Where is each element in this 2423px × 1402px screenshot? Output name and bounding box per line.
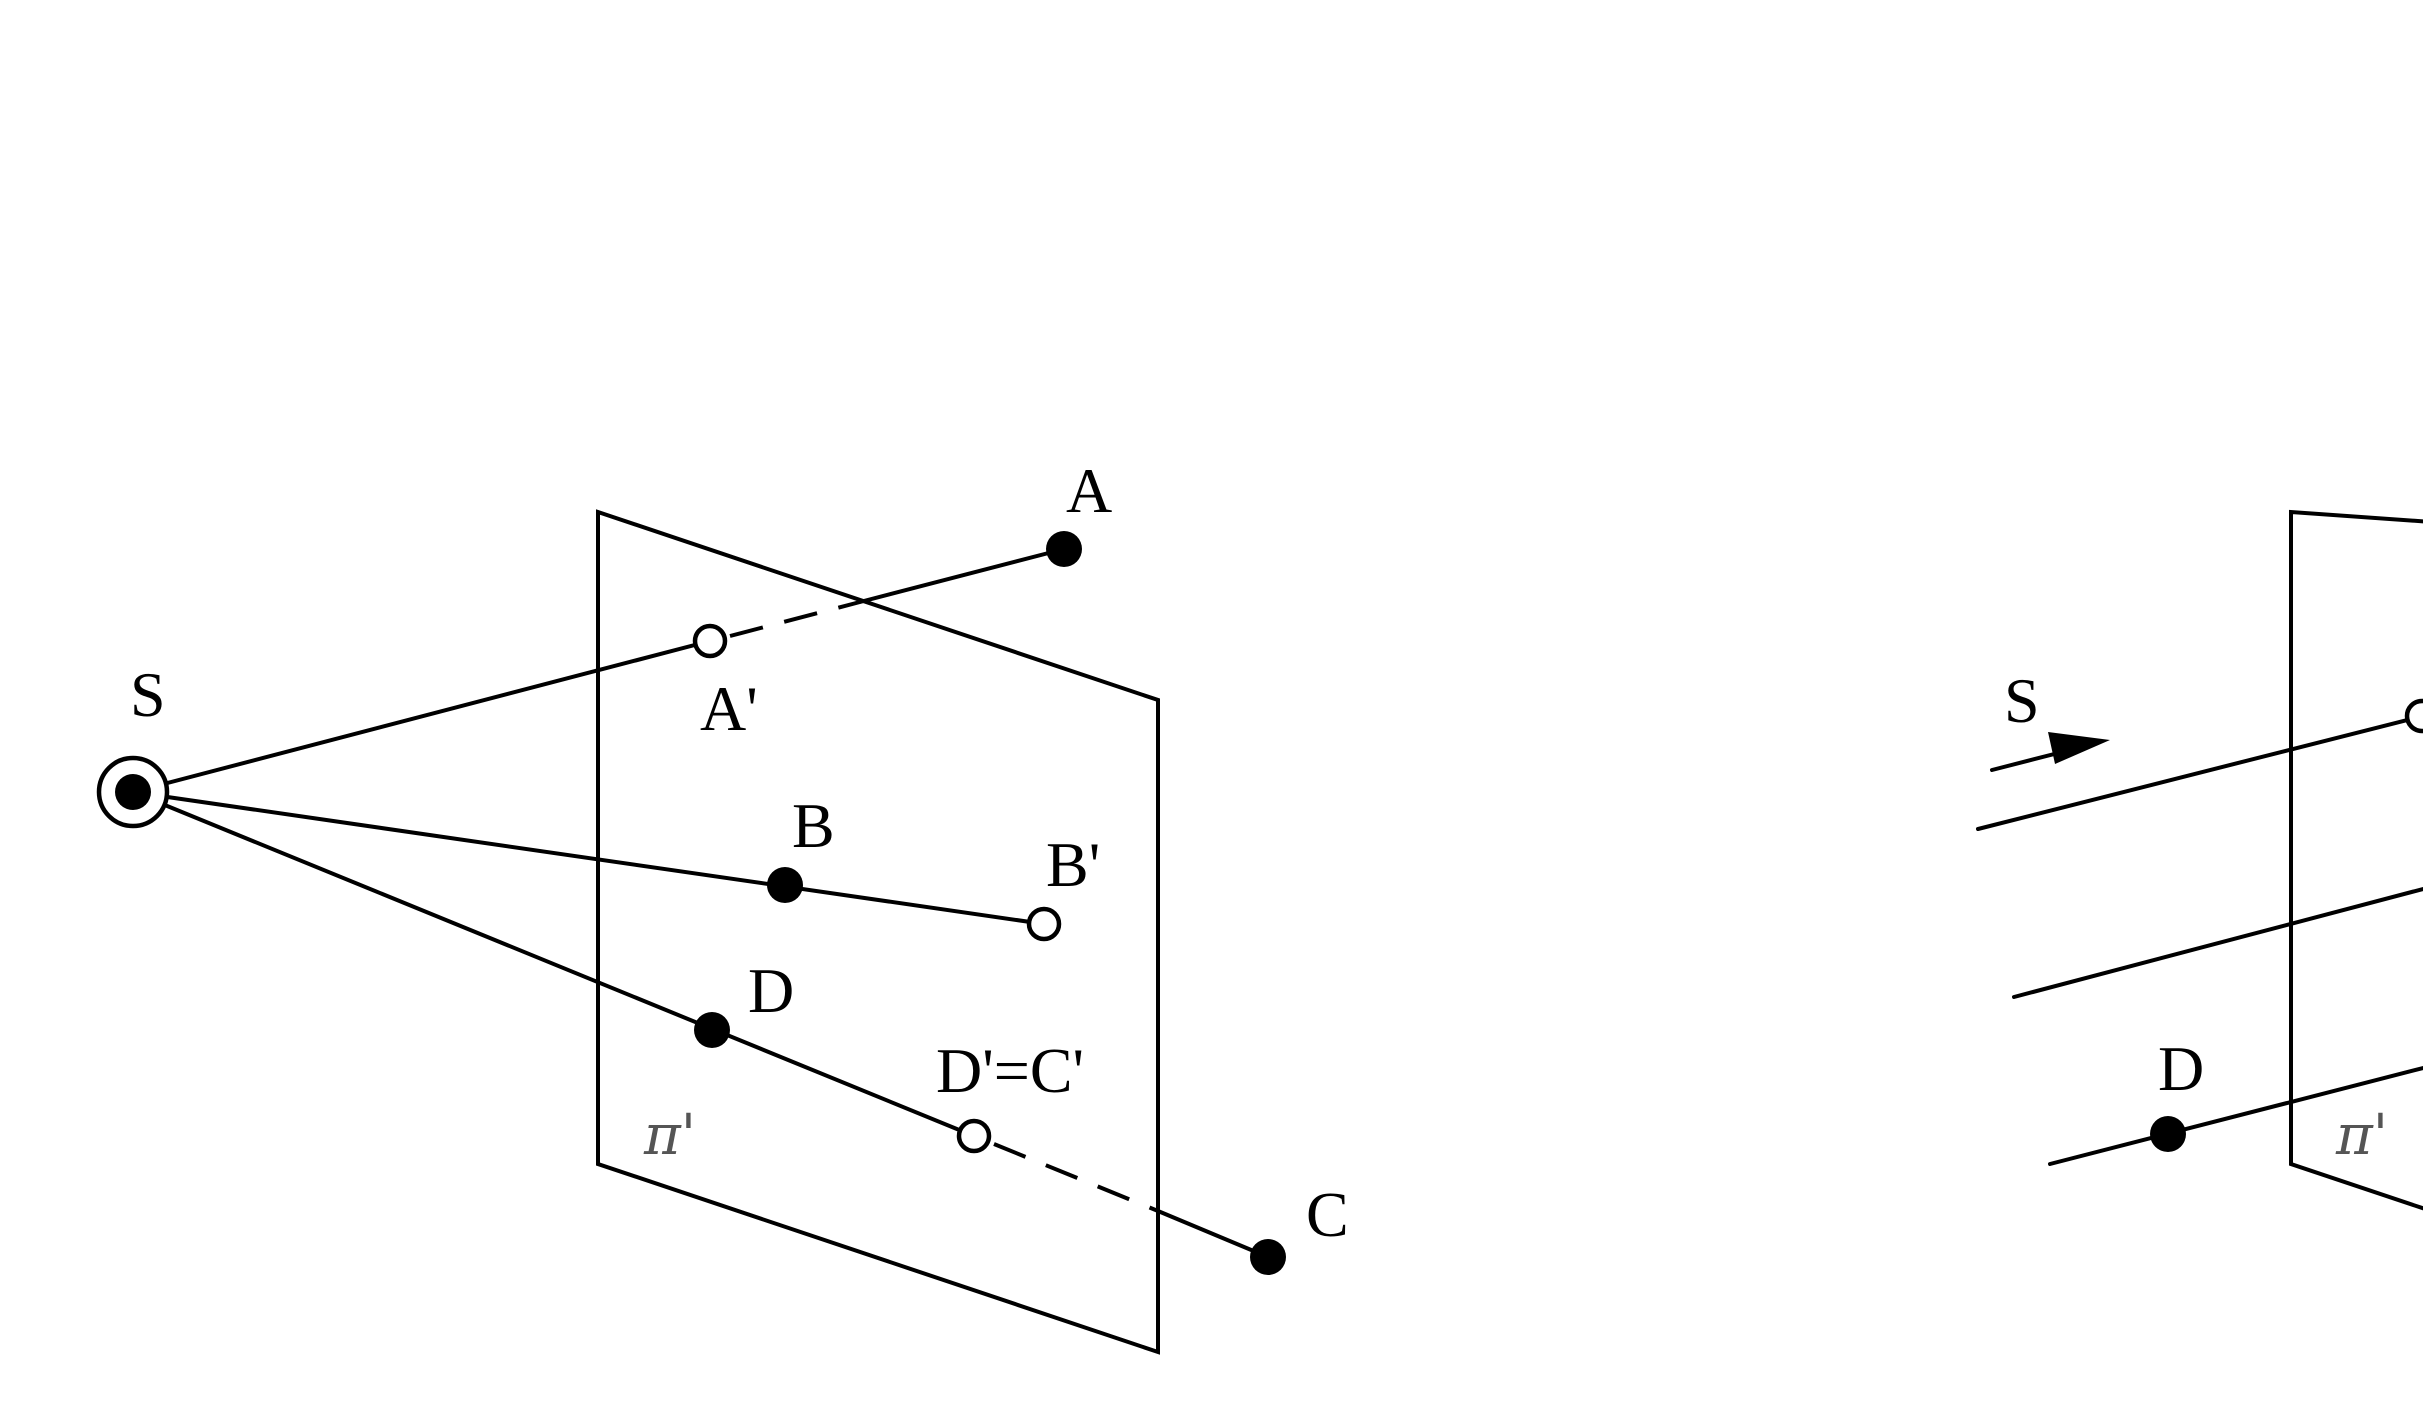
label-a-prime: A': [700, 673, 758, 744]
ray-a-dashed: [729, 600, 861, 638]
parallel-ray-2: [2012, 887, 2423, 999]
label-dc-prime: D'=C': [936, 1035, 1084, 1106]
label-d-right: D: [2158, 1033, 2204, 1104]
parallel-ray-1: [1976, 714, 2423, 831]
label-plane-right: π': [2335, 1103, 2388, 1168]
central-projection-figure: S A A' B B' D D'=C' C π': [96, 455, 1349, 1355]
point-b-prime: [1026, 906, 1062, 942]
parallel-ray-3: [2048, 1066, 2423, 1166]
point-a: [1046, 531, 1082, 567]
point-d-right: [2150, 1116, 2186, 1152]
label-b-prime: B': [1046, 829, 1100, 900]
direction-arrow-head: [2048, 732, 2110, 764]
point-a-prime: [692, 623, 728, 659]
label-a: A: [1066, 455, 1112, 526]
label-plane-left: π': [643, 1103, 696, 1168]
point-dc-prime: [956, 1118, 992, 1154]
ray-s-b: [131, 790, 1046, 926]
label-c: C: [1306, 1179, 1349, 1250]
ray-c-solid: [1156, 1209, 1270, 1259]
label-s-right: S: [2004, 665, 2040, 736]
ray-c-dashed: [993, 1142, 1159, 1213]
ray-s-a: [131, 639, 712, 794]
parallel-projection-figure: S D π': [1976, 509, 2423, 1211]
point-d: [694, 1012, 730, 1048]
ray-s-d: [131, 790, 976, 1138]
projection-plane-right: [2289, 509, 2423, 1211]
center-s-dot: [115, 774, 151, 810]
label-d: D: [748, 955, 794, 1026]
ray-a-solid: [858, 547, 1066, 604]
label-s: S: [130, 659, 166, 730]
label-b: B: [792, 790, 835, 861]
point-b: [767, 867, 803, 903]
projection-plane-left: [596, 509, 1160, 1355]
point-a-prime-right: [2404, 698, 2423, 734]
point-c: [1250, 1239, 1286, 1275]
